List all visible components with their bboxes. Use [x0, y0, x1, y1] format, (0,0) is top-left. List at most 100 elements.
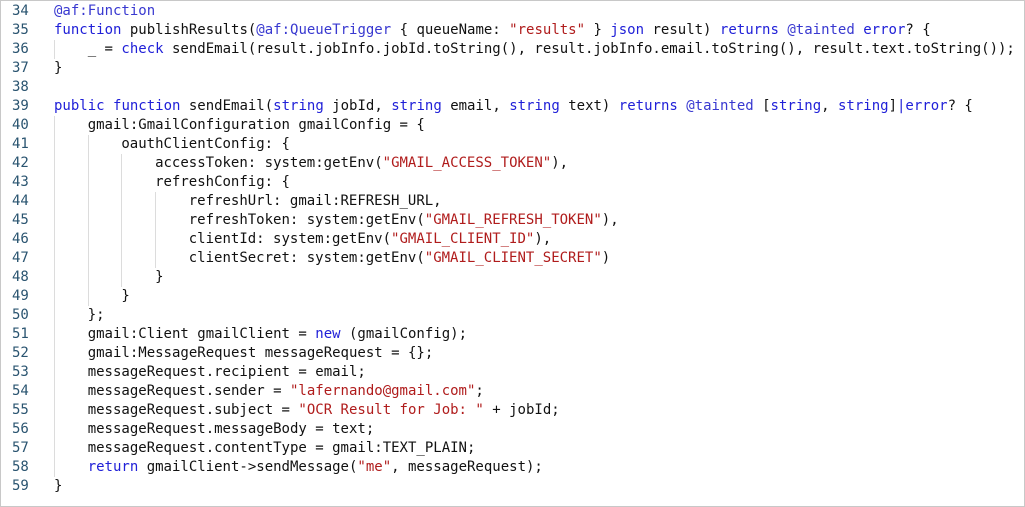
code-token [678, 98, 686, 114]
line-number: 54 [12, 383, 29, 399]
code-token: messageRequest.contentType = gmail:TEXT_… [87, 440, 476, 456]
indent-guide [121, 173, 155, 192]
annotation-token: @af:Function [54, 3, 156, 19]
code-line[interactable]: 40 gmail:GmailConfiguration gmailConfig =… [1, 116, 1024, 135]
code-token: ? { [905, 22, 931, 38]
code-token: + jobId; [483, 402, 560, 418]
code-line[interactable]: 43 refreshConfig: { [1, 173, 1024, 192]
code-token: sendEmail(result.jobInfo.jobId.toString(… [163, 41, 1015, 57]
code-line[interactable]: 34@af:Function [1, 2, 1024, 21]
indent-guide [121, 154, 155, 173]
keyword-token: function [113, 98, 181, 114]
line-number: 43 [12, 174, 29, 190]
code-text: messageRequest.sender = "lafernando@gmai… [54, 382, 484, 401]
string-token: "GMAIL_ACCESS_TOKEN" [382, 155, 552, 171]
code-line[interactable]: 38 [1, 78, 1024, 97]
indent-guide [54, 325, 88, 344]
code-token: refreshToken: system:getEnv( [188, 212, 425, 228]
indent-guide [54, 458, 88, 477]
code-text: function publishResults(@af:QueueTrigger… [54, 21, 931, 40]
code-token: ; [475, 383, 484, 399]
code-line[interactable]: 57 messageRequest.contentType = gmail:TEX… [1, 439, 1024, 458]
code-token: , messageRequest); [391, 459, 543, 475]
line-number: 51 [12, 326, 29, 342]
code-token: } [155, 269, 164, 285]
annotation-token: @tainted [686, 98, 754, 114]
code-text: refreshToken: system:getEnv("GMAIL_REFRE… [54, 211, 619, 230]
indent-guide [54, 230, 88, 249]
code-text: messageRequest.messageBody = text; [54, 420, 375, 439]
indent-guide [88, 230, 122, 249]
line-number: 49 [12, 288, 29, 304]
indent-guide [155, 230, 189, 249]
code-line[interactable]: 54 messageRequest.sender = "lafernando@gm… [1, 382, 1024, 401]
line-number: 50 [12, 307, 29, 323]
indent-guide [54, 249, 88, 268]
keyword-token: function [54, 22, 122, 38]
code-token: } [121, 288, 130, 304]
line-number: 53 [12, 364, 29, 380]
code-token: ) [601, 250, 611, 266]
keyword-token: public [54, 98, 105, 114]
code-line[interactable]: 51 gmail:Client gmailClient = new (gmailC… [1, 325, 1024, 344]
code-text: oauthClientConfig: { [54, 135, 290, 154]
code-token: refreshConfig: { [155, 174, 290, 190]
code-text: accessToken: system:getEnv("GMAIL_ACCESS… [54, 154, 568, 173]
code-text: } [54, 59, 62, 78]
indent-guide [54, 40, 88, 59]
code-text: } [54, 477, 62, 496]
code-text: clientId: system:getEnv("GMAIL_CLIENT_ID… [54, 230, 551, 249]
code-line[interactable]: 49} [1, 287, 1024, 306]
indent-guide [54, 116, 88, 135]
code-token: sendEmail( [180, 98, 274, 114]
code-line[interactable]: 37} [1, 59, 1024, 78]
code-token: ), [534, 231, 552, 247]
code-text: refreshConfig: { [54, 173, 290, 192]
indent-guide [54, 268, 88, 287]
indent-guide [54, 439, 88, 458]
code-line[interactable]: 59} [1, 477, 1024, 496]
line-number: 40 [12, 117, 29, 133]
keyword-token: new [315, 326, 341, 342]
annotation-token: @af:QueueTrigger [256, 22, 392, 38]
code-text: _ = check sendEmail(result.jobInfo.jobId… [54, 40, 1015, 59]
line-number: 59 [12, 478, 29, 494]
line-number: 45 [12, 212, 29, 228]
code-text: } [54, 287, 130, 306]
code-line[interactable]: 50}; [1, 306, 1024, 325]
line-number: 58 [12, 459, 29, 475]
line-number: 48 [12, 269, 29, 285]
code-token: gmail:Client gmailClient = [87, 326, 316, 342]
line-number: 37 [12, 60, 29, 76]
line-number: 52 [12, 345, 29, 361]
code-text: gmail:GmailConfiguration gmailConfig = { [54, 116, 425, 135]
keyword-token: string [770, 98, 822, 114]
code-token: oauthClientConfig: { [121, 136, 290, 152]
code-token: (gmailConfig); [340, 326, 467, 342]
indent-guide [88, 135, 122, 154]
indent-guide [121, 211, 155, 230]
code-text: messageRequest.subject = "OCR Result for… [54, 401, 560, 420]
code-token: ), [601, 212, 619, 228]
code-line[interactable]: 36_ = check sendEmail(result.jobInfo.job… [1, 40, 1024, 59]
indent-guide [121, 268, 155, 287]
code-line[interactable]: 48} [1, 268, 1024, 287]
code-text: @af:Function [54, 2, 155, 21]
code-token: { queueName: [391, 22, 510, 38]
code-line[interactable]: 45 refreshToken: system:getEnv("GMAIL_REF… [1, 211, 1024, 230]
line-number: 57 [12, 440, 29, 456]
code-text: public function sendEmail(string jobId, … [54, 97, 973, 116]
